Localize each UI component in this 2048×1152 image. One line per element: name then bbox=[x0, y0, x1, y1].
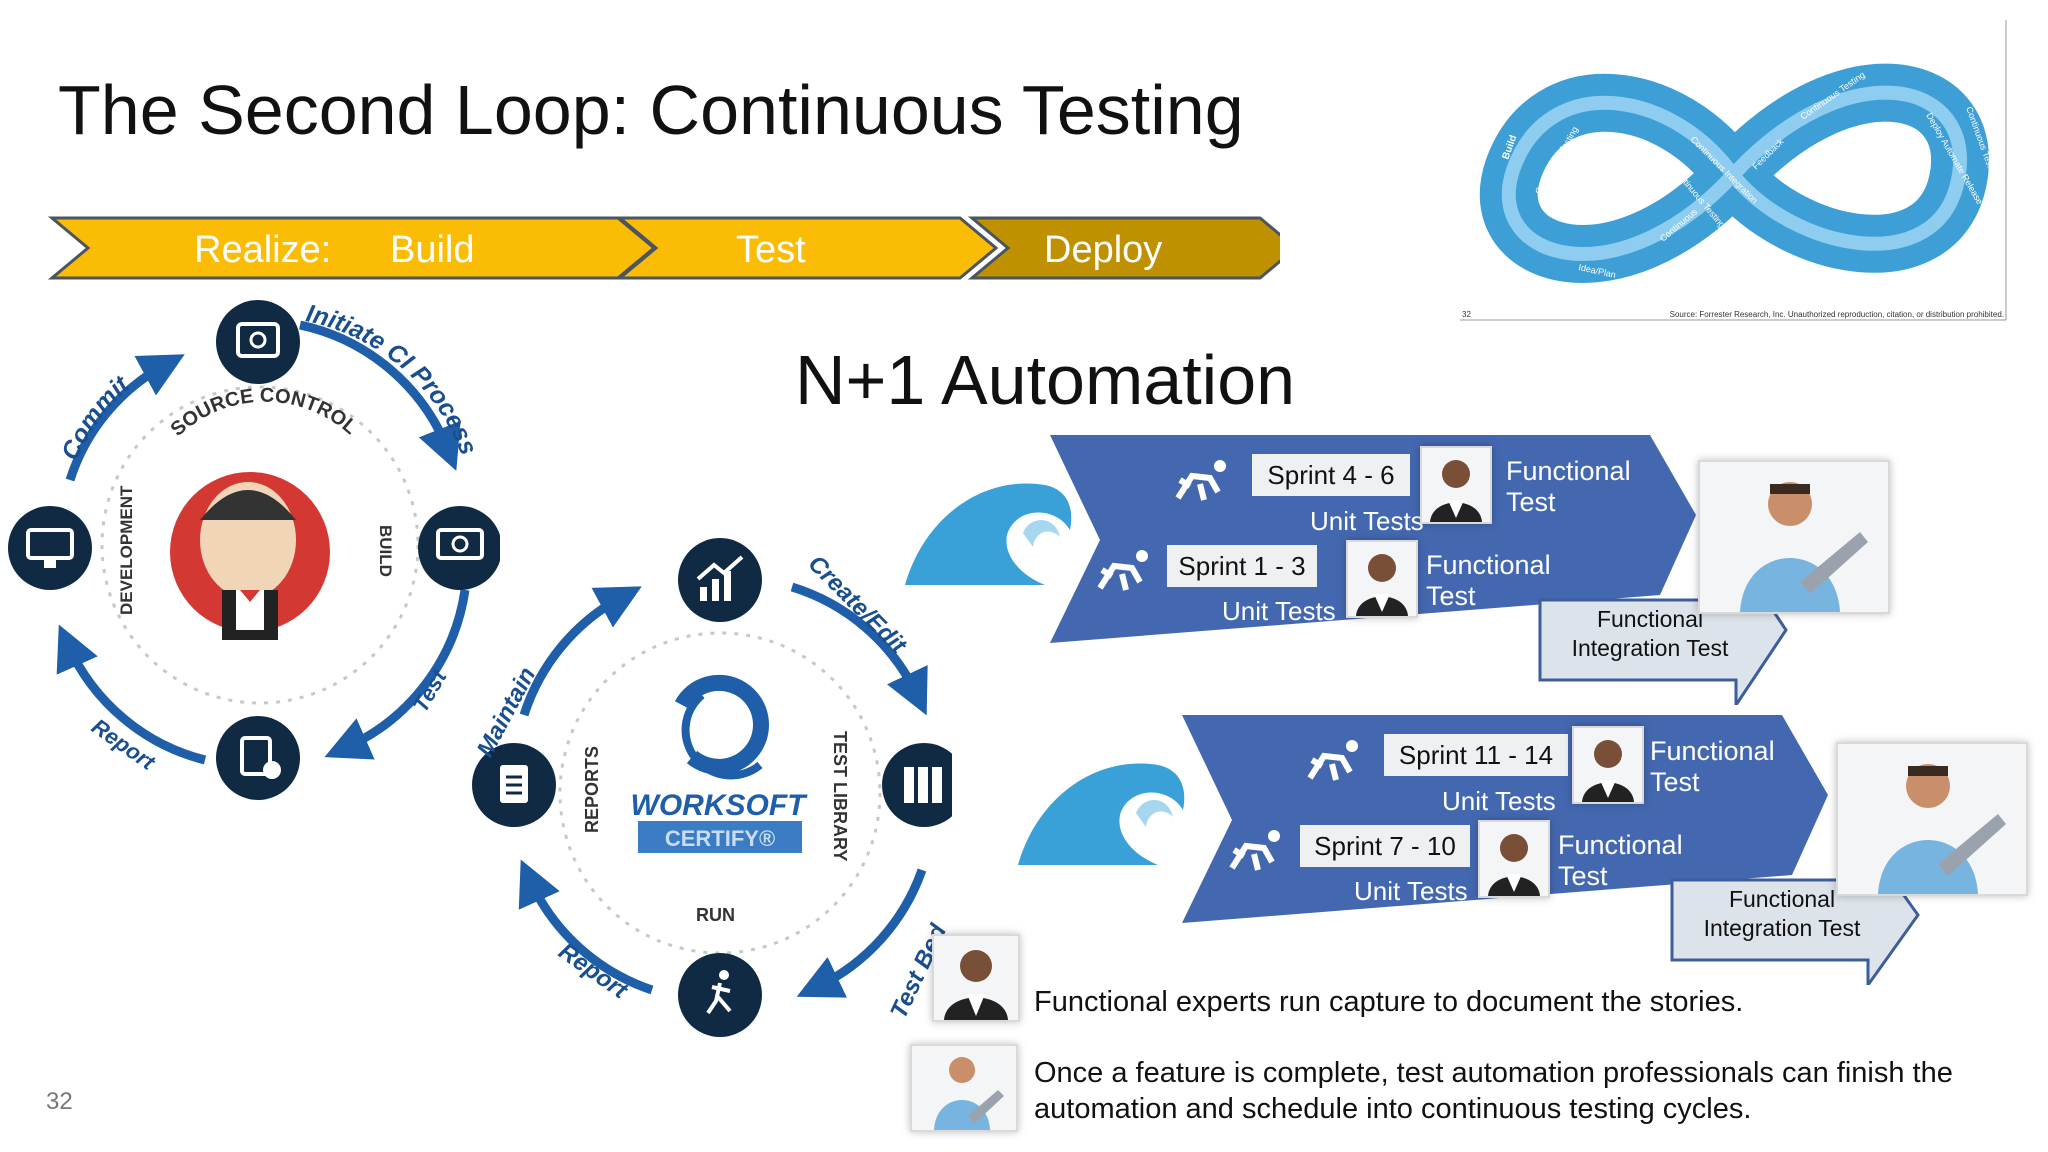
sprint-11-14-box: Sprint 11 - 14 bbox=[1384, 734, 1568, 776]
unit-tests-label: Unit Tests bbox=[1354, 876, 1468, 906]
unit-tests-label: Unit Tests bbox=[1310, 506, 1424, 536]
certify-logo-text: CERTIFY® bbox=[665, 826, 775, 851]
functional-test-label: Functional Test bbox=[1650, 736, 1775, 797]
chevron-test bbox=[615, 216, 999, 280]
sprinter-icon bbox=[1229, 830, 1280, 871]
worksoft-logo-text: WORKSOFT bbox=[631, 789, 809, 822]
ct-report-label: Report bbox=[554, 938, 634, 1005]
functional-integration-test-label: Functional Integration Test bbox=[1571, 606, 1729, 661]
sprinter-icon bbox=[1307, 740, 1358, 781]
phase-chevron-bar bbox=[47, 216, 1280, 280]
sprint-group-1-shape bbox=[1050, 435, 1788, 705]
phase-realize-label: Realize: bbox=[194, 229, 332, 271]
checklist-icon bbox=[216, 716, 300, 800]
runner-icon bbox=[678, 953, 762, 1037]
ct-reports-label: REPORTS bbox=[582, 746, 602, 833]
man-laptop-photo-icon bbox=[1698, 460, 1890, 614]
document-icon bbox=[472, 743, 556, 827]
unit-tests-label: Unit Tests bbox=[1222, 596, 1336, 626]
woman-photo-icon bbox=[932, 934, 1020, 1022]
sprinter-icon bbox=[1097, 550, 1148, 591]
library-icon bbox=[882, 743, 952, 827]
ci-commit-label: Commit bbox=[56, 369, 135, 464]
note-test-automation: Once a feature is complete, test automat… bbox=[1034, 1057, 1953, 1125]
chart-icon bbox=[678, 538, 762, 622]
page-number: 32 bbox=[46, 1088, 73, 1115]
section-subtitle: N+1 Automation bbox=[795, 341, 1296, 419]
code-monitor-icon bbox=[8, 506, 92, 590]
sprint-1-3-box: Sprint 1 - 3 bbox=[1167, 545, 1317, 587]
phase-test-label: Test bbox=[736, 229, 806, 271]
woman-photo-icon bbox=[1478, 820, 1550, 898]
sprint-4-6-box: Sprint 4 - 6 bbox=[1252, 454, 1410, 496]
sprinter-icon bbox=[1175, 460, 1226, 501]
ct-loop-diagram: WORKSOFT CERTIFY® Maintain Create/Edit T… bbox=[472, 538, 952, 1037]
functional-test-label: Functional Test bbox=[1506, 456, 1631, 517]
chevron-deploy bbox=[967, 216, 1280, 280]
ct-create-edit-label: Create/Edit bbox=[803, 550, 912, 659]
man-laptop-photo-icon bbox=[910, 1044, 1018, 1132]
infinity-source-note: Source: Forrester Research, Inc. Unautho… bbox=[1670, 310, 2004, 319]
ci-build-label: BUILD bbox=[376, 525, 395, 577]
functional-test-label: Functional Test bbox=[1426, 550, 1551, 611]
jenkins-mascot-icon bbox=[170, 472, 330, 640]
ct-run-label: RUN bbox=[696, 905, 735, 925]
functional-test-label: Functional Test bbox=[1558, 830, 1683, 891]
ci-development-label: DEVELOPMENT bbox=[117, 485, 136, 615]
ci-test-label: Test bbox=[408, 664, 453, 716]
wave-icon bbox=[905, 483, 1072, 585]
woman-photo-icon bbox=[1346, 540, 1418, 618]
unit-tests-label: Unit Tests bbox=[1442, 786, 1556, 816]
worksoft-logo: WORKSOFT CERTIFY® bbox=[631, 674, 809, 853]
ci-source-control-label: SOURCE CONTROL bbox=[167, 385, 362, 441]
wave-icon bbox=[1018, 763, 1185, 865]
infinity-page-number: 32 bbox=[1462, 310, 1471, 319]
build-gear-icon bbox=[418, 506, 500, 590]
functional-integration-test-label: Functional Integration Test bbox=[1703, 886, 1861, 941]
woman-photo-icon bbox=[1420, 446, 1492, 524]
ct-test-library-label: TEST LIBRARY bbox=[830, 731, 850, 861]
sprint-7-10-box: Sprint 7 - 10 bbox=[1300, 825, 1470, 867]
chevron-realize-build bbox=[47, 216, 657, 280]
ci-loop-diagram: Commit Initiate CI Process Test Report S… bbox=[8, 299, 500, 800]
ci-initiate-label: Initiate CI Process bbox=[304, 299, 483, 458]
page-title: The Second Loop: Continuous Testing bbox=[58, 71, 1244, 149]
infinity-loop-diagram: Build Continuous Testing Continuous Inte… bbox=[1460, 20, 2007, 321]
phase-deploy-label: Deploy bbox=[1044, 229, 1163, 271]
note-functional-experts: Functional experts run capture to docume… bbox=[1034, 986, 1744, 1018]
woman-photo-icon bbox=[1572, 726, 1644, 804]
man-laptop-photo-icon bbox=[1836, 742, 2028, 896]
phase-build-label: Build bbox=[390, 229, 475, 271]
source-control-icon bbox=[216, 300, 300, 384]
